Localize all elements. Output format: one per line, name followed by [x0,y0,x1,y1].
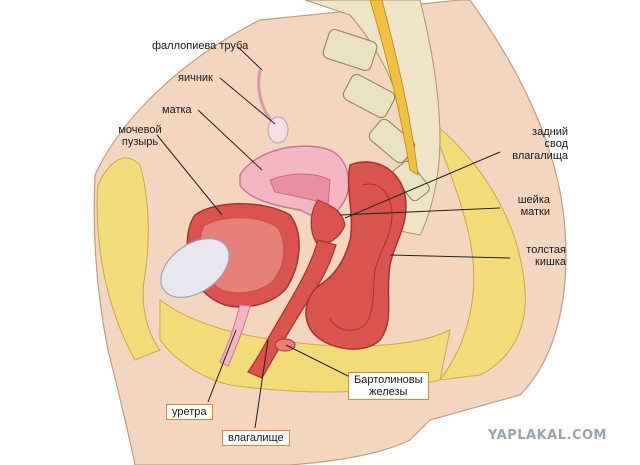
leader-urethra [207,329,237,403]
label-cervix-line1: шейка [517,194,550,206]
label-colon-line1: толстая [526,244,566,256]
leader-bladder [156,134,223,216]
label-cervix: шейка матки [502,194,550,218]
label-vagina: влагалище [222,430,290,446]
leader-vagina [254,339,269,429]
label-ovary: яичник [178,72,213,84]
label-colon: толстая кишка [506,244,566,268]
bartholin-glands [274,338,296,352]
label-bartholin-line1: Бартолиновы [354,374,423,386]
spine [304,0,441,236]
leader-fornix [344,151,501,219]
label-colon-line2: кишка [535,256,566,268]
cervix [310,199,346,246]
label-bladder: мочевой пузырь [108,124,172,148]
leader-bartholin [285,344,353,379]
label-fornix-line2: свод [544,138,568,150]
label-fornix-line1: задний [532,126,568,138]
leader-ovary [219,77,276,125]
ovary [267,116,289,144]
label-fornix-line3: влагалища [512,150,568,162]
leader-lines [156,46,511,429]
label-posterior-fornix: задний свод влагалища [496,126,568,162]
label-urethra: уретра [166,404,213,420]
abdominal-fat [96,157,161,361]
label-bartholin-glands: Бартолиновы железы [348,372,429,400]
label-fallopian-tube: фаллопиева труба [152,40,249,52]
watermark: YAPLAKAL.COM [488,428,607,443]
label-bladder-line1: мочевой [118,124,162,136]
leader-fallopian-tube [237,46,263,71]
label-cervix-line2: матки [520,206,550,218]
pubic-bone [160,238,230,298]
leader-uterus [197,109,263,171]
leader-colon [389,254,511,259]
pelvic-floor-fat [159,299,451,393]
label-uterus: матка [162,104,192,116]
label-bladder-line2: пузырь [121,136,159,148]
label-bartholin-line2: железы [369,386,408,398]
leader-cervix [339,207,501,216]
